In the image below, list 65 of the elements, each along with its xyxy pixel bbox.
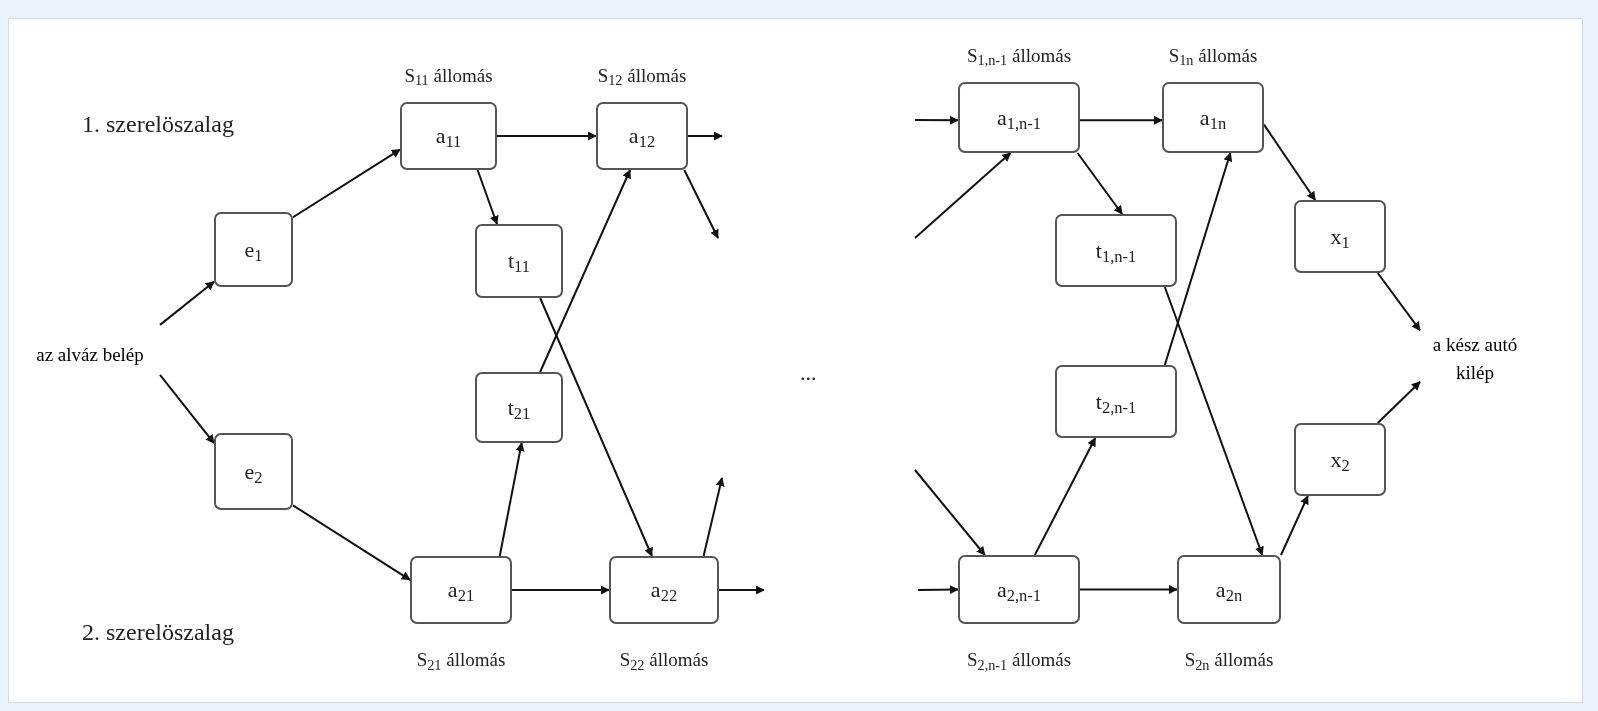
arrow (1376, 380, 1421, 424)
box-label: t$_{11}$ (508, 250, 530, 272)
box-label: a$_{22}$ (650, 579, 678, 601)
station-box (214, 212, 293, 287)
box-label: a$_{12}$ (628, 125, 656, 147)
box-label: a$_{2n}$ (1215, 578, 1243, 601)
station-label: S$_{2,n-1}$ állomás (966, 648, 1072, 675)
arrow (683, 169, 719, 239)
box-label: e$_{1}$ (244, 238, 263, 261)
flow-endpoint-text: a kész autó kilép (1431, 332, 1519, 385)
arrow (159, 373, 215, 444)
flow-endpoint-text: az alváz belép (36, 342, 144, 367)
arrow (292, 148, 401, 219)
box-label: t$_{21}$ (507, 396, 531, 419)
arrow (476, 169, 499, 225)
arrow (539, 297, 653, 557)
box-label: e$_{2}$ (244, 460, 263, 483)
station-label: S$_{21}$ állomás (416, 648, 506, 675)
station-label: S$_{1n}$ állomás (1168, 43, 1258, 70)
station-box (1294, 200, 1386, 273)
arrow (292, 504, 411, 581)
station-box (1294, 423, 1386, 496)
arrow (1076, 152, 1124, 215)
station-box (1055, 214, 1177, 287)
arrow (1079, 115, 1163, 125)
arrow (1033, 437, 1097, 556)
arrow (1280, 495, 1309, 556)
arrow (511, 585, 610, 595)
arrow (1163, 286, 1264, 556)
box-label: x$_{1}$ (1330, 225, 1350, 248)
arrow (702, 477, 725, 557)
arrow (914, 152, 1012, 239)
arrow (1376, 272, 1421, 332)
line-label: 1. szerelöszalag (82, 110, 234, 139)
station-box (475, 372, 563, 443)
arrow (1263, 123, 1317, 201)
box-label: a$_{21}$ (447, 579, 475, 601)
station-box (475, 224, 563, 298)
ellipsis: ... (800, 359, 817, 387)
arrow (539, 169, 632, 373)
station-label: S$_{12}$ állomás (597, 63, 687, 90)
box-label: a$_{1,n-1}$ (996, 106, 1042, 129)
box-label: a$_{11}$ (435, 125, 462, 147)
arrow (914, 115, 959, 125)
arrow (496, 131, 597, 141)
station-label: S$_{11}$ állomás (404, 63, 493, 90)
station-label: S$_{1,n-1}$ állomás (966, 43, 1072, 70)
arrow (914, 469, 986, 556)
box-label: a$_{2,n-1}$ (996, 578, 1042, 601)
arrow (1163, 152, 1233, 366)
box-label: t$_{2,n-1}$ (1095, 390, 1137, 413)
line-label: 2. szerelöszalag (82, 618, 234, 647)
box-label: a$_{1n}$ (1199, 106, 1227, 129)
arrow (1079, 585, 1178, 594)
station-box (1055, 365, 1177, 438)
station-box (214, 433, 293, 510)
arrow (718, 585, 765, 595)
arrow (917, 585, 959, 595)
station-label: S$_{22}$ állomás (619, 648, 709, 675)
arrow (687, 131, 723, 141)
box-label: t$_{1,n-1}$ (1095, 239, 1137, 262)
arrow (498, 442, 525, 557)
station-label: S$_{2n}$ állomás (1184, 648, 1274, 675)
arrow (159, 280, 215, 326)
box-label: x$_{2}$ (1330, 448, 1350, 471)
